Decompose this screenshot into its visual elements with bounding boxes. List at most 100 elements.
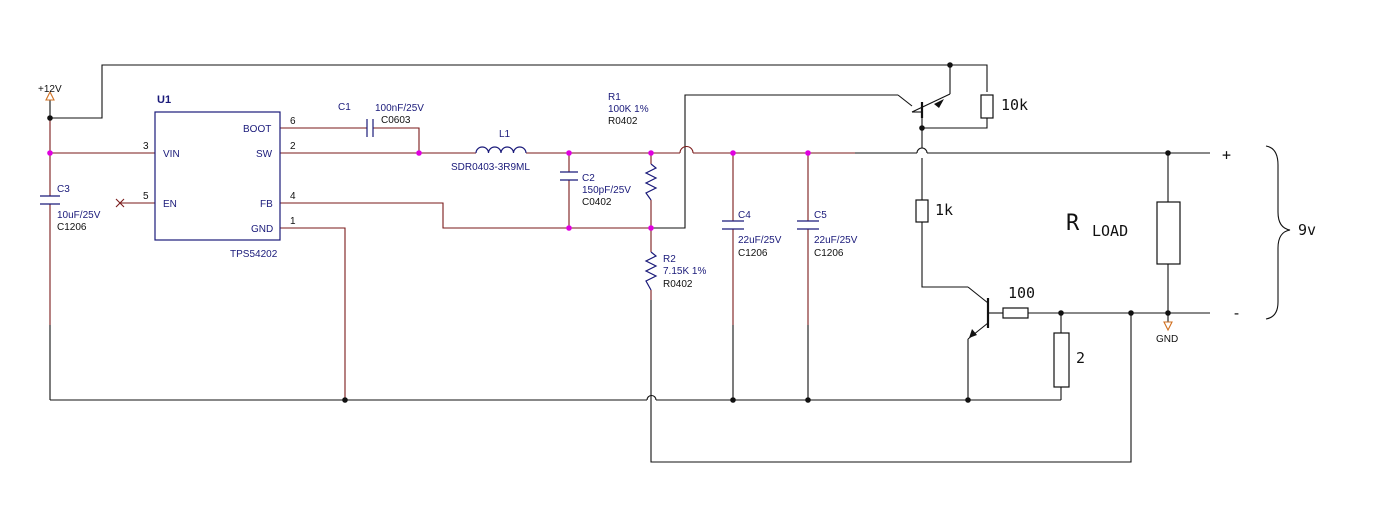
junction-dot: [947, 62, 953, 68]
c3-pkg: C1206: [57, 222, 87, 233]
hop-vout: [679, 145, 694, 154]
supply-bypass-wire: [50, 64, 988, 119]
q1-emitter-arrow-icon: [934, 99, 944, 108]
junction-dot: [730, 150, 736, 156]
r2-zigzag-icon: [644, 251, 658, 291]
c1-pkg: C0603: [381, 115, 411, 126]
c1-ref: C1: [338, 102, 351, 113]
q1-base-lead: [897, 94, 913, 107]
u1-pin1-num: 1: [290, 216, 296, 227]
c2-ref: C2: [582, 173, 595, 184]
u1-chip: U1 TPS54202 6 BOOT 2 SW 3 VIN 5 EN 4 FB …: [143, 94, 296, 260]
c2-value: 150pF/25V: [582, 185, 631, 196]
u1-pin3-num: 3: [143, 141, 149, 152]
l1-part: SDR0403-3R9ML: [451, 162, 530, 173]
r100-resistor: 100: [1002, 284, 1035, 319]
junction-dot: [47, 115, 53, 121]
c2-pkg: C0402: [582, 197, 612, 208]
l1-inductor: L1 SDR0403-3R9ML: [451, 129, 530, 173]
u1-pin6-num: 6: [290, 116, 296, 127]
supply-arrow-icon: [45, 90, 55, 101]
c4-pkg: C1206: [738, 248, 768, 259]
junction-dot: [965, 397, 971, 403]
u1-pin-gnd: GND: [251, 224, 273, 235]
r2-resistor: R2 7.15K 1% R0402: [644, 251, 706, 291]
u1-pin-sw: SW: [256, 149, 273, 160]
cap-ground-wires: [732, 325, 809, 400]
hop-plus: [916, 147, 928, 154]
c4-capacitor: C4 22uF/25V C1206: [722, 210, 782, 259]
rload-label: R: [1066, 211, 1080, 236]
q1-base-wire: [651, 94, 898, 229]
u1-pin-vin: VIN: [163, 149, 180, 160]
junction-dot: [342, 397, 348, 403]
rload-resistor: R LOAD: [1066, 201, 1181, 265]
r1k-resistor: 1k: [915, 199, 953, 223]
r100-label: 100: [1008, 284, 1035, 302]
r1-resistor: R1 100K 1% R0402: [608, 92, 658, 201]
r1k-bottom-wire: [921, 222, 968, 288]
r2-pkg: R0402: [663, 279, 693, 290]
u1-pin4-num: 4: [290, 191, 296, 202]
c1-capacitor: C1 100nF/25V C0603: [338, 102, 424, 137]
u1-body: [154, 111, 281, 241]
c1-value: 100nF/25V: [375, 103, 424, 114]
junction-dot: [566, 225, 572, 231]
q2-collector-lead: [967, 286, 989, 304]
l1-coil-icon: [475, 146, 527, 154]
voltage-brace: [1265, 145, 1291, 320]
u1-pin-fb: FB: [260, 199, 273, 210]
r1k-body: [915, 199, 929, 223]
buck-wires: [49, 118, 855, 400]
r10k-label: 10k: [1001, 96, 1028, 114]
r100-body: [1002, 307, 1029, 319]
junction-dot: [648, 225, 654, 231]
junction-dot: [1058, 310, 1064, 316]
r2ohm-body: [1053, 332, 1070, 388]
output-annotation: + - 9v: [1222, 145, 1316, 322]
junction-dot: [648, 150, 654, 156]
r2ohm-label: 2: [1076, 349, 1085, 367]
c5-capacitor: C5 22uF/25V C1206: [797, 210, 858, 259]
junction-dot: [1128, 310, 1134, 316]
crossover-hops: [646, 145, 928, 401]
voltage-label: 9v: [1298, 221, 1316, 239]
c4-ref: C4: [738, 210, 751, 221]
gnd-pin-wire: [280, 227, 346, 400]
r1-ref: R1: [608, 92, 621, 103]
plus-terminal-label: +: [1222, 146, 1231, 164]
minus-terminal-label: -: [1232, 304, 1241, 322]
r10k-loop-wire: [922, 118, 988, 129]
junction-dot: [47, 150, 53, 156]
q2-emitter-arrow-icon: [969, 329, 977, 338]
supply-symbol: +12V: [38, 84, 62, 101]
r1-pkg: R0402: [608, 116, 638, 127]
r1-value: 100K 1%: [608, 104, 649, 115]
supply-label: +12V: [38, 84, 62, 95]
vin-wire: [49, 118, 155, 154]
rload-body: [1156, 201, 1181, 265]
r2-value: 7.15K 1%: [663, 266, 706, 277]
q1-collector-lead: [911, 93, 951, 113]
junction-dot: [805, 150, 811, 156]
junction-dot: [1165, 310, 1171, 316]
c5-pkg: C1206: [814, 248, 844, 259]
r2ohm-resistor: 2: [1053, 332, 1085, 388]
rload-subscript: LOAD: [1092, 222, 1128, 240]
r1-zigzag-icon: [644, 163, 658, 201]
return-loop-wire: [650, 300, 1132, 463]
u1-pin2-num: 2: [290, 141, 296, 152]
junctions: [47, 62, 1171, 403]
u1-ref: U1: [157, 94, 171, 106]
hop-gnd: [646, 394, 657, 401]
r2-ref: R2: [663, 254, 676, 265]
junction-dot: [1165, 150, 1171, 156]
junction-dot: [566, 150, 572, 156]
c4-value: 22uF/25V: [738, 235, 782, 246]
junction-dot: [919, 125, 925, 131]
junction-dot: [416, 150, 422, 156]
en-no-connect-mark: [115, 198, 125, 208]
c3-value: 10uF/25V: [57, 210, 101, 221]
u1-part: TPS54202: [230, 249, 278, 260]
